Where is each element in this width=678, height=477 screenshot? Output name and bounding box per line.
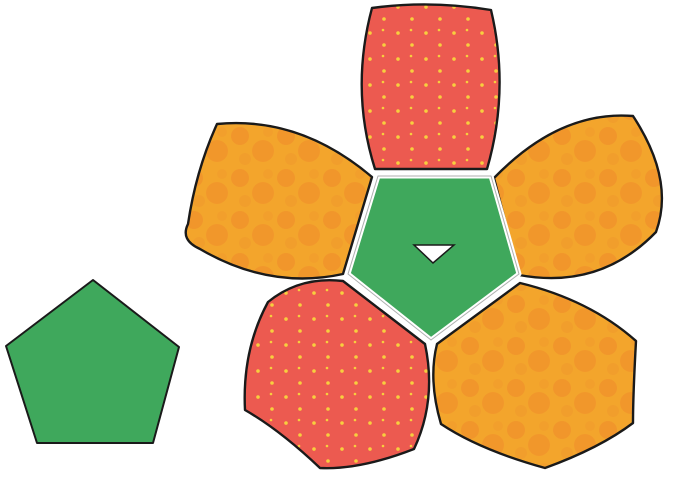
petal-top [362,4,500,169]
petal-upper-left [186,123,372,278]
loose-pentagon [6,280,179,443]
petal-upper-right [494,116,662,279]
